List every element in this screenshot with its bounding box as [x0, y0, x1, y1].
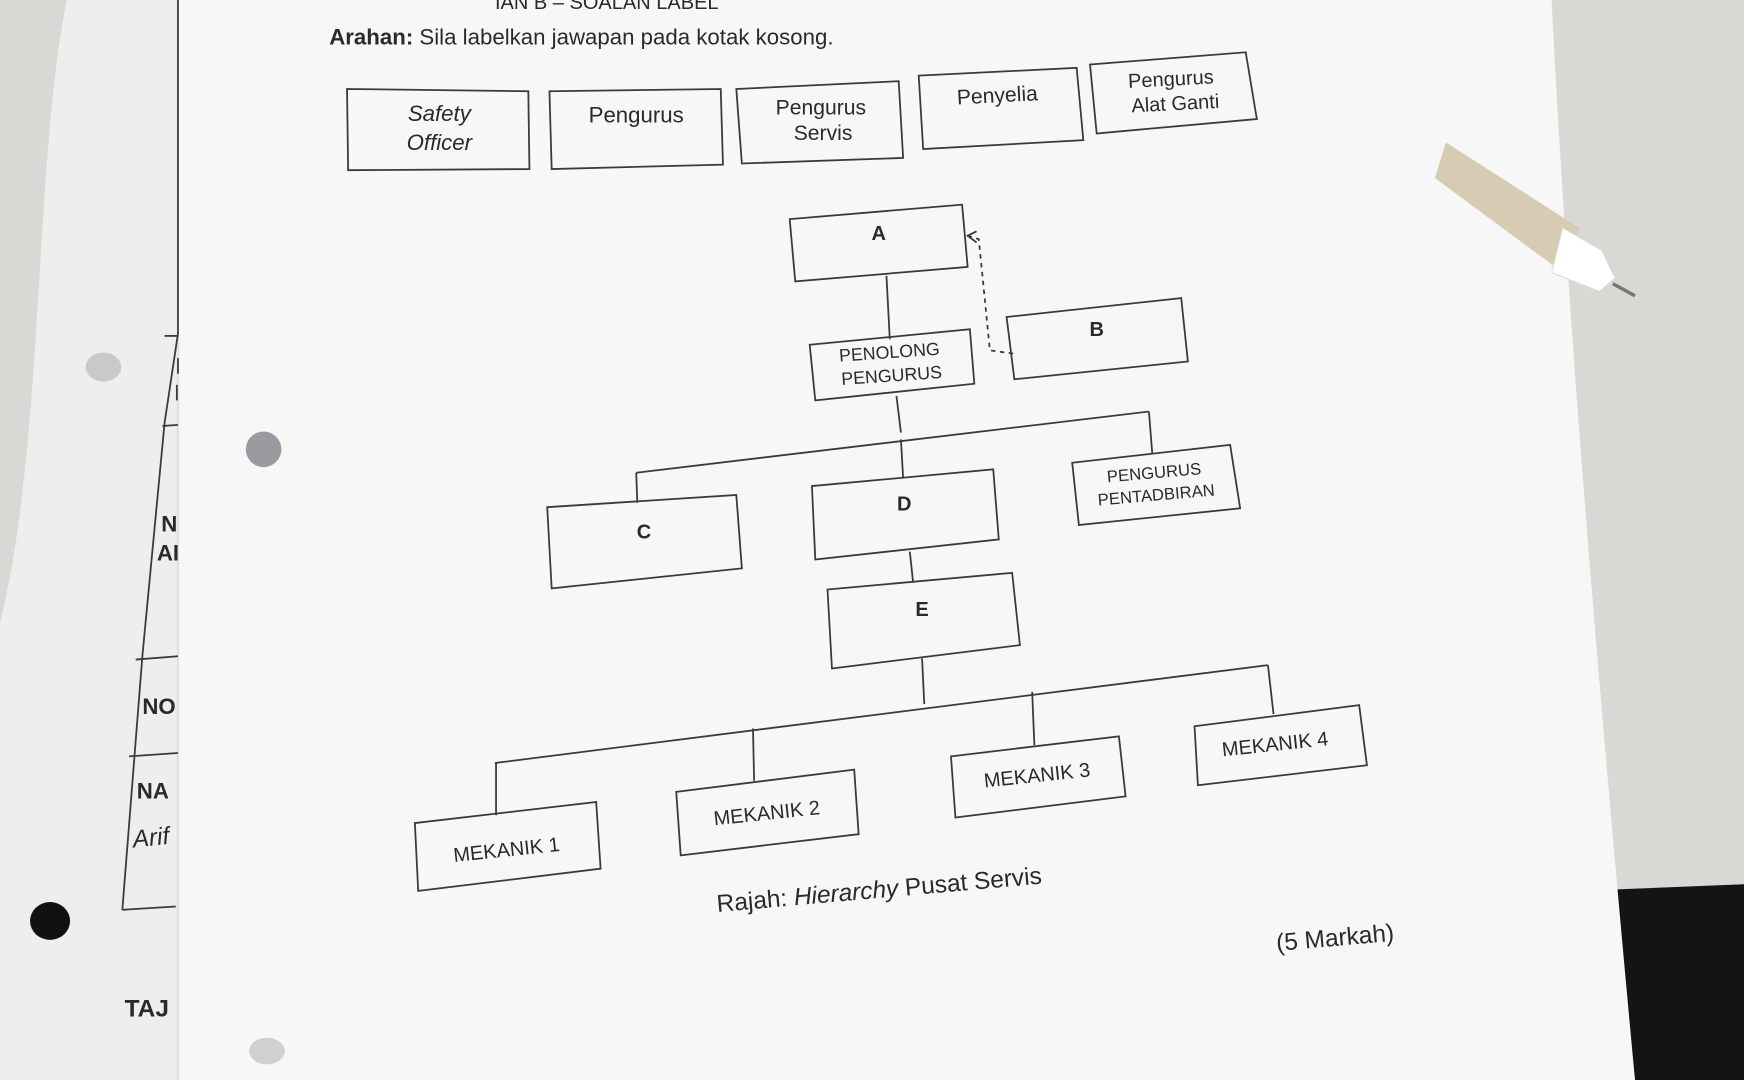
instruction: Arahan: Sila labelkan jawapan pada kotak…	[329, 24, 833, 49]
dark-surface	[1607, 884, 1744, 1080]
svg-text:Officer: Officer	[407, 130, 474, 155]
svg-text:Penyelia: Penyelia	[956, 82, 1038, 109]
answer-option-pengurus: Pengurus	[548, 88, 724, 170]
hierarchy-connectors	[494, 230, 1275, 816]
margin-label-na: NA	[137, 779, 169, 804]
margin-label-ai: AI	[157, 541, 179, 566]
svg-text:Alat Ganti: Alat Ganti	[1131, 91, 1220, 118]
answer-option-pengurus-alat-ganti: Pengurus Alat Ganti	[1089, 51, 1258, 135]
back-page-form: N AI NO NA Arif TAJ	[121, 0, 179, 1023]
svg-text:Pengurus: Pengurus	[776, 97, 866, 120]
box-a: A	[788, 203, 969, 283]
answer-option-safety-officer: Safety Officer	[346, 88, 531, 172]
svg-text:B: B	[1089, 319, 1103, 341]
back-page	[0, 0, 223, 1080]
box-c: C	[546, 494, 743, 590]
svg-text:Pengurus: Pengurus	[589, 102, 684, 127]
box-d: D	[811, 468, 1000, 561]
punch-hole	[249, 1037, 285, 1065]
paper-sheet	[177, 0, 1635, 1080]
box-e: E	[826, 571, 1021, 670]
margin-label-n: N	[161, 512, 177, 537]
answer-option-pengurus-servis: Pengurus Servis	[735, 80, 905, 165]
svg-text:Safety: Safety	[408, 101, 473, 126]
margin-label-no: NO	[142, 694, 175, 719]
svg-text:A: A	[871, 223, 885, 245]
svg-text:E: E	[915, 599, 928, 621]
margin-label-taj: TAJ	[125, 996, 169, 1023]
handwritten-name: Arif	[129, 823, 172, 854]
punch-hole	[30, 902, 71, 940]
answer-option-penyelia: Penyelia	[917, 66, 1085, 150]
pen	[1434, 142, 1636, 298]
section-title: IAN B – SOALAN LABEL	[495, 0, 719, 14]
svg-text:D: D	[897, 494, 911, 516]
svg-text:Pengurus: Pengurus	[1128, 66, 1215, 92]
punch-hole	[245, 431, 282, 468]
punch-hole	[85, 352, 122, 382]
svg-text:C: C	[637, 521, 651, 543]
diagram-caption: Rajah: Hierarchy Pusat Servis	[716, 863, 1043, 918]
svg-text:Servis: Servis	[794, 122, 853, 145]
box-b: B	[1005, 297, 1189, 381]
